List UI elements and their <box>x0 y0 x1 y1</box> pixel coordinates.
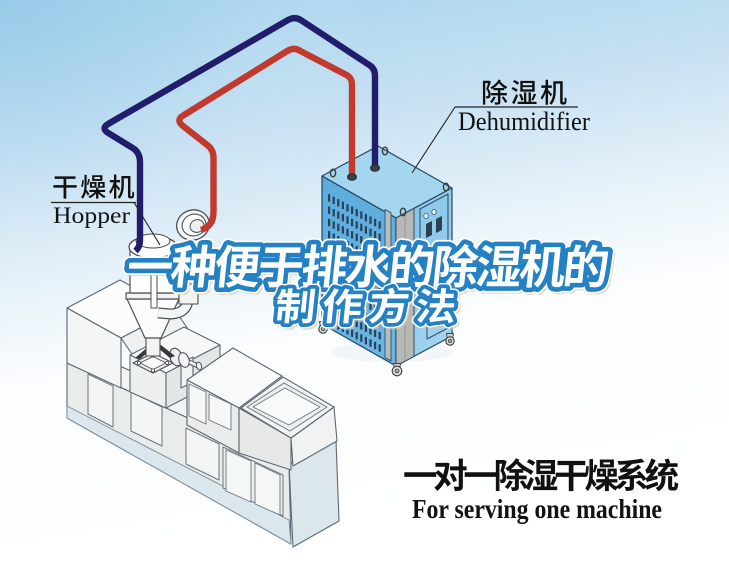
svg-text:Dehumidifier: Dehumidifier <box>458 107 590 136</box>
svg-text:Hopper: Hopper <box>53 203 130 228</box>
svg-text:For serving one machine: For serving one machine <box>412 494 662 524</box>
